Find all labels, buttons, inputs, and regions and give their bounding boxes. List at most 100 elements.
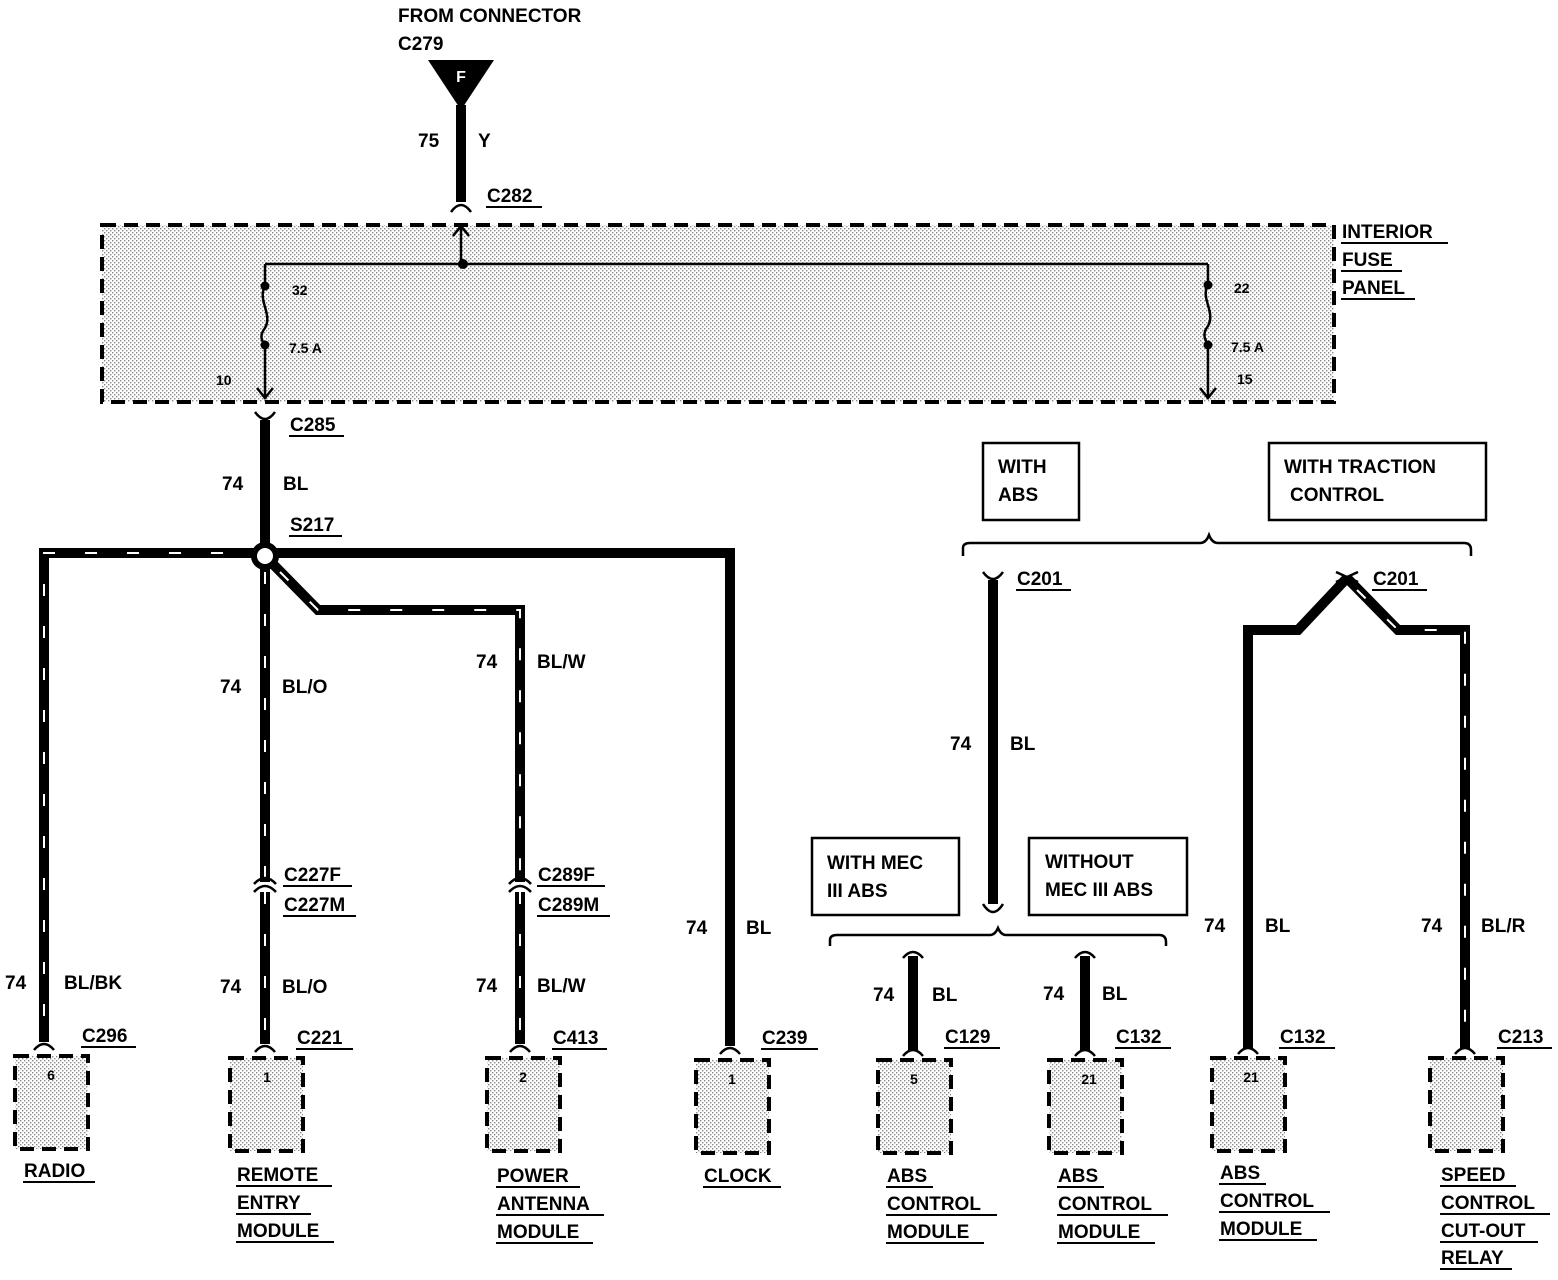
traction-c201-label: C201: [1373, 569, 1419, 590]
remote-entry-component: 1 C221 REMOTE ENTRY MODULE: [228, 1028, 353, 1243]
c289f-label: C289F: [538, 865, 595, 886]
traction-abs-name-2: CONTROL: [1220, 1191, 1314, 1212]
abs-circuit: 74: [950, 734, 972, 755]
abs-c132-pin: 21: [1081, 1071, 1097, 1087]
feed-color: BL: [283, 474, 309, 495]
without-mec-box: [1027, 836, 1189, 917]
s217-label: S217: [290, 515, 334, 536]
remote-entry-color-b: BL/O: [282, 977, 327, 998]
power-antenna-name-3: MODULE: [497, 1222, 579, 1243]
feed-circuit-number: 74: [222, 474, 244, 495]
source-connector-triangle: [428, 60, 494, 110]
abs-c129-pin: 5: [910, 1071, 918, 1087]
fuse-22-rating: 7.5 A: [1231, 339, 1264, 355]
fuse-panel-label-3: PANEL: [1342, 278, 1405, 299]
c282-connector-symbol: [449, 203, 473, 213]
with-traction-label-2: CONTROL: [1290, 485, 1384, 506]
clock-component: 1 C239 CLOCK: [694, 1028, 818, 1188]
abs-c129-color: BL: [932, 985, 958, 1006]
c285-connector-symbol: [253, 411, 277, 421]
remote-entry-name-1: REMOTE: [237, 1165, 318, 1186]
clock-wire: [265, 548, 735, 1046]
c289m-label: C289M: [538, 895, 599, 916]
abs-c132-connector: C132: [1116, 1027, 1161, 1048]
traction-abs-connector: C132: [1280, 1027, 1325, 1048]
s217-splice: [251, 542, 279, 570]
fuse-32-number: 32: [292, 282, 308, 298]
traction-abs-box: [1210, 1056, 1287, 1153]
abs-c129-name-2: CONTROL: [887, 1194, 981, 1215]
interior-fuse-panel: 32 7.5 A 10 22 7.5 A 15 INTERIOR FUSE PA…: [100, 222, 1448, 404]
clock-circuit: 74: [686, 918, 708, 939]
c227m-label: C227M: [284, 895, 345, 916]
power-antenna-wire-upper: [261, 552, 525, 882]
remote-entry-circuit-b: 74: [220, 977, 242, 998]
source-pin: F: [456, 69, 466, 86]
clock-pin: 1: [728, 1071, 736, 1087]
clock-box: [694, 1058, 771, 1155]
speed-connector: C213: [1498, 1027, 1543, 1048]
speed-name-3: CUT-OUT: [1441, 1221, 1526, 1242]
with-abs-label-2: ABS: [998, 485, 1038, 506]
with-traction-label-1: WITH TRACTION: [1284, 457, 1436, 478]
abs-c129-connector: C129: [945, 1027, 990, 1048]
power-antenna-circuit-b: 74: [476, 976, 498, 997]
radio-name-1: RADIO: [24, 1161, 85, 1182]
with-abs-label-1: WITH: [998, 457, 1047, 478]
speed-color: BL/R: [1481, 916, 1526, 937]
remote-entry-circuit-a: 74: [220, 677, 242, 698]
traction-abs-color: BL: [1265, 916, 1291, 937]
branch-wires: [39, 542, 735, 1046]
traction-abs-circuit: 74: [1204, 916, 1226, 937]
mec-brace: [828, 924, 1168, 946]
power-antenna-color-b: BL/W: [537, 976, 586, 997]
fuse-32-rating: 7.5 A: [289, 340, 322, 356]
abs-c201-connector-symbol: [981, 571, 1005, 581]
power-antenna-color-a: BL/W: [537, 652, 586, 673]
traction-abs-pin: 21: [1243, 1069, 1259, 1085]
abs-c132-name-2: CONTROL: [1058, 1194, 1152, 1215]
source-circuit: 75: [418, 131, 440, 152]
abs-color: BL: [1010, 734, 1036, 755]
source-color: Y: [478, 131, 491, 152]
abs-c132-name-3: MODULE: [1058, 1222, 1140, 1243]
power-antenna-circuit-a: 74: [476, 652, 498, 673]
fuse-22-number: 22: [1234, 280, 1250, 296]
traction-abs-name-1: ABS: [1220, 1163, 1260, 1184]
abs-c129-name-3: MODULE: [887, 1222, 969, 1243]
source-connector: FROM CONNECTOR C279 F 75 Y C282: [398, 6, 582, 213]
without-mec-label-2: MEC III ABS: [1045, 880, 1153, 901]
c227f-label: C227F: [284, 865, 341, 886]
speed-circuit: 74: [1421, 916, 1443, 937]
radio-box: [13, 1054, 90, 1151]
fuse-panel-box: [100, 223, 1336, 404]
with-mec-box: [810, 836, 961, 917]
fuse-32-pin: 10: [216, 372, 232, 388]
radio-connector: C296: [82, 1026, 127, 1047]
fuse-panel-label-2: FUSE: [1342, 250, 1393, 271]
speed-name-4: RELAY: [1441, 1248, 1504, 1269]
radio-circuit: 74: [5, 973, 27, 994]
abs-option-header: WITH ABS WITH TRACTION CONTROL: [961, 441, 1488, 556]
clock-name-1: CLOCK: [704, 1166, 772, 1187]
abs-c132-box: [1047, 1058, 1124, 1155]
remote-entry-name-3: MODULE: [237, 1221, 319, 1242]
inline-connector-c289: C289F C289M: [508, 865, 610, 917]
abs-c132-circuit: 74: [1043, 984, 1065, 1005]
feed-circuit: C285 74 BL S217: [222, 411, 344, 556]
traction-abs-wire: [1243, 574, 1351, 1048]
c285-label: C285: [290, 415, 336, 436]
branch-wire-labels: 74 BL/BK 74 BL/O 74 BL/O 74 BL/W 74 BL/W…: [5, 652, 772, 998]
abs-c201-label: C201: [1017, 569, 1063, 590]
power-antenna-component: 2 C413 POWER ANTENNA MODULE: [485, 1028, 607, 1244]
power-antenna-box: [485, 1056, 562, 1153]
traction-abs-name-3: MODULE: [1220, 1219, 1302, 1240]
speed-name-2: CONTROL: [1441, 1193, 1535, 1214]
abs-c132-color: BL: [1102, 984, 1128, 1005]
remote-entry-pin: 1: [263, 1069, 271, 1085]
traction-speed-wire: [1343, 574, 1470, 1048]
clock-connector: C239: [762, 1028, 807, 1049]
clock-color: BL: [746, 918, 772, 939]
with-abs-box: [981, 441, 1081, 522]
